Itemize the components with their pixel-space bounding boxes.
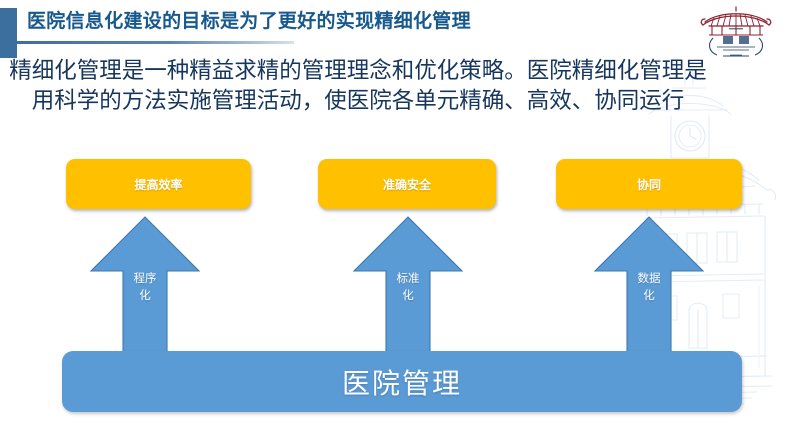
west-china-hospital-crest-logo [697, 2, 775, 58]
up-arrow-datafication [593, 215, 705, 356]
goal-box-accuracy-safety[interactable]: 准确安全 [318, 159, 496, 209]
up-arrow-procedural [89, 215, 201, 356]
title-accent-bar [0, 8, 17, 58]
goal-box-efficiency[interactable]: 提高效率 [66, 159, 251, 209]
base-bar-hospital-management[interactable]: 医院管理 [62, 351, 742, 412]
arrow-label-datafication: 数据化 [637, 273, 661, 302]
page-title: 医院信息化建设的目标是为了更好的实现精细化管理 [27, 11, 471, 32]
arrow-label-procedural: 程序化 [133, 273, 157, 302]
body-paragraph: 精细化管理是一种精益求精的管理理念和优化策略。医院精细化管理是用科学的方法实施管… [9, 58, 707, 113]
goal-box-collaboration[interactable]: 协同 [556, 159, 742, 209]
arrow-label-standardization: 标准化 [396, 273, 420, 302]
up-arrow-standardization [352, 215, 464, 356]
title-underline-rule [17, 41, 294, 44]
